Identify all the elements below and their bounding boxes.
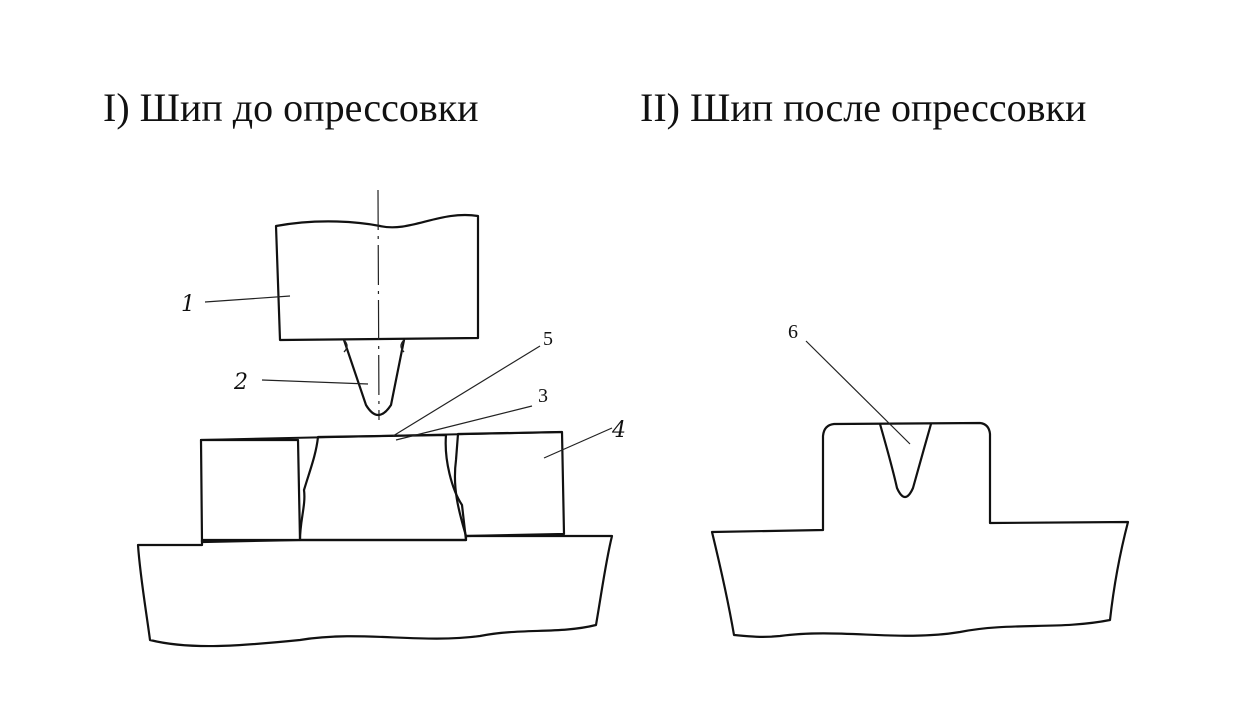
label-1: 1 <box>181 292 195 317</box>
leader-2 <box>261 379 369 385</box>
label-6: 6 <box>788 321 798 343</box>
sleeve-left <box>199 438 302 544</box>
label-3: 3 <box>538 385 548 407</box>
leader-1 <box>204 295 291 303</box>
leader-5 <box>392 345 541 437</box>
figure-after-pressing: 6 <box>710 321 1130 638</box>
conical-tip <box>342 338 406 417</box>
leader-4 <box>543 427 613 459</box>
pressed-part <box>710 421 1130 638</box>
leader-3 <box>395 405 533 441</box>
title-left: I) Шип до опрессовки <box>103 85 479 130</box>
label-2: 2 <box>233 370 248 395</box>
base-plate-left <box>136 534 614 648</box>
figure-before-pressing: 1 2 5 3 4 <box>136 189 626 648</box>
punch-body <box>274 213 480 342</box>
leader-6 <box>805 340 911 445</box>
tenon <box>298 433 468 542</box>
groove <box>878 422 933 499</box>
title-right: II) Шип после опрессовки <box>640 85 1086 130</box>
label-5: 5 <box>543 328 553 350</box>
label-4: 4 <box>611 418 626 443</box>
tip-shoulder-marks <box>343 339 405 353</box>
top-surface-line <box>199 431 563 441</box>
center-axis <box>377 189 380 421</box>
sleeve-right <box>453 430 566 538</box>
